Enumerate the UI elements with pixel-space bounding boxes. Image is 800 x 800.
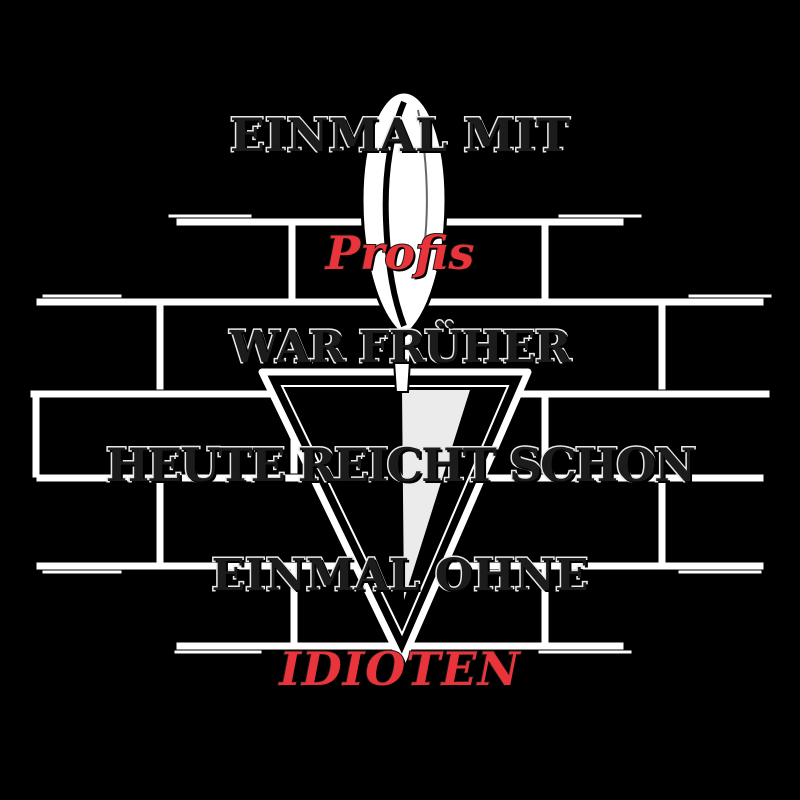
text-einmal-ohne: Einmal ohne: [210, 549, 590, 603]
trowel-icon: [258, 90, 532, 666]
text-heute-reicht-schon: heute reicht schon: [104, 437, 697, 494]
text-war-frueher: war früher: [228, 321, 572, 375]
text-idioten: Idioten: [278, 641, 521, 697]
text-profis: Profis: [325, 225, 476, 281]
text-einmal-mit: Einmal mit: [228, 107, 571, 164]
